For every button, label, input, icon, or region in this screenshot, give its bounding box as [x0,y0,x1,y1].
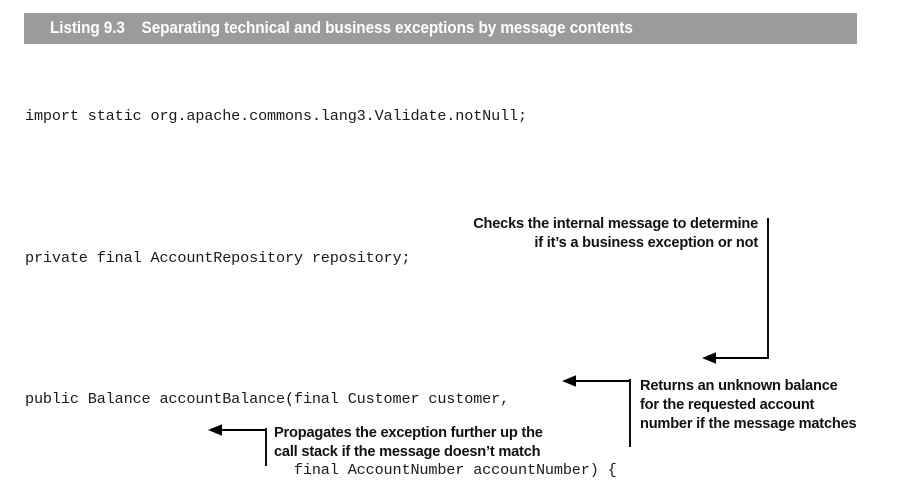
code-line [25,318,617,342]
arrowhead-icon [702,352,716,364]
code-line: import static org.apache.commons.lang3.V… [25,107,527,126]
annotation-line: for the requested account [640,397,815,413]
code-line: public Balance accountBalance(final Cust… [25,390,510,409]
listing-caption-text: Listing 9.3 Separating technical and bus… [50,19,633,38]
annotation-line: Checks the internal message to determine [473,216,758,232]
listing-title-label: Separating technical and business except… [141,19,633,37]
code-line: final AccountNumber accountNumber) { [25,461,617,480]
annotation-propagates-exception: Propagates the exception further up the c… [274,424,604,462]
annotation-line: Propagates the exception further up the [274,425,543,441]
annotation-returns-unknown-balance: Returns an unknown balance for the reques… [640,377,890,434]
annotation-line: number if the message matches [640,416,857,432]
annotation-checks-message: Checks the internal message to determine… [418,215,758,253]
listing-caption-bar: Listing 9.3 Separating technical and bus… [24,13,857,44]
code-line [25,176,617,200]
annotation-line: call stack if the message doesn’t match [274,444,541,460]
annotation-line: if it’s a business exception or not [534,235,758,251]
caption-spacer [125,19,142,37]
annotation-line: Returns an unknown balance [640,378,838,394]
listing-number-label: Listing 9.3 [50,19,125,37]
code-block: import static org.apache.commons.lang3.V… [25,58,617,493]
code-line: private final AccountRepository reposito… [25,248,411,267]
